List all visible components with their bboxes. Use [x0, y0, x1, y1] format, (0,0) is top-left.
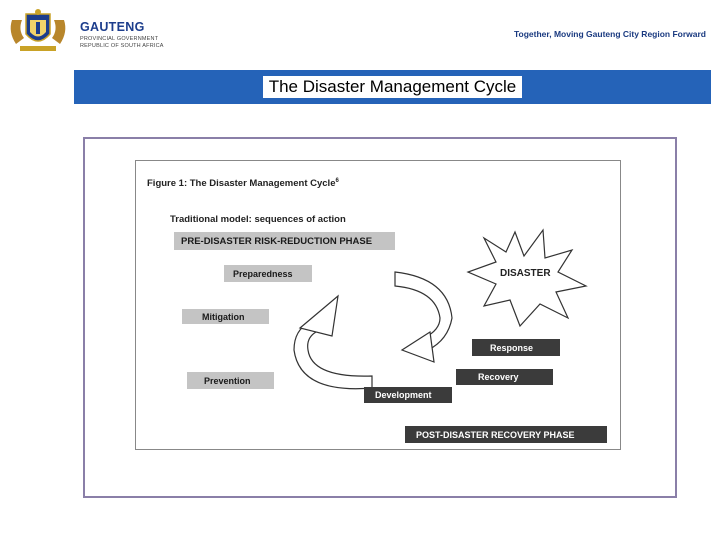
prevention-box: Prevention [187, 372, 274, 389]
gauteng-logo: GAUTENG PROVINCIAL GOVERNMENT REPUBLIC O… [6, 8, 166, 54]
figure-inner-frame [135, 160, 621, 450]
figure-subtitle: Traditional model: sequences of action [170, 214, 346, 225]
pre-disaster-phase-box: PRE-DISASTER RISK-REDUCTION PHASE [174, 232, 395, 250]
disaster-label: DISASTER [500, 268, 551, 279]
brand-subtitle-country: REPUBLIC OF SOUTH AFRICA [80, 43, 164, 49]
recovery-box: Recovery [456, 369, 553, 385]
response-box: Response [472, 339, 560, 356]
tagline: Together, Moving Gauteng City Region For… [513, 29, 706, 39]
preparedness-box: Preparedness [224, 265, 312, 282]
coat-of-arms-icon [10, 9, 66, 51]
mitigation-box: Mitigation [182, 309, 269, 324]
slide-title: The Disaster Management Cycle [262, 76, 523, 98]
brand-subtitle: PROVINCIAL GOVERNMENT [80, 36, 159, 42]
development-box: Development [364, 387, 452, 403]
figure-title-text: Figure 1: The Disaster Management Cycle [147, 178, 336, 190]
brand-word: GAUTENG [80, 20, 145, 34]
figure-title: Figure 1: The Disaster Management Cycle6 [147, 178, 339, 189]
slide-title-bar: The Disaster Management Cycle [74, 70, 711, 104]
figure-footnote: 6 [335, 178, 339, 184]
post-disaster-phase-box: POST-DISASTER RECOVERY PHASE [405, 426, 607, 443]
